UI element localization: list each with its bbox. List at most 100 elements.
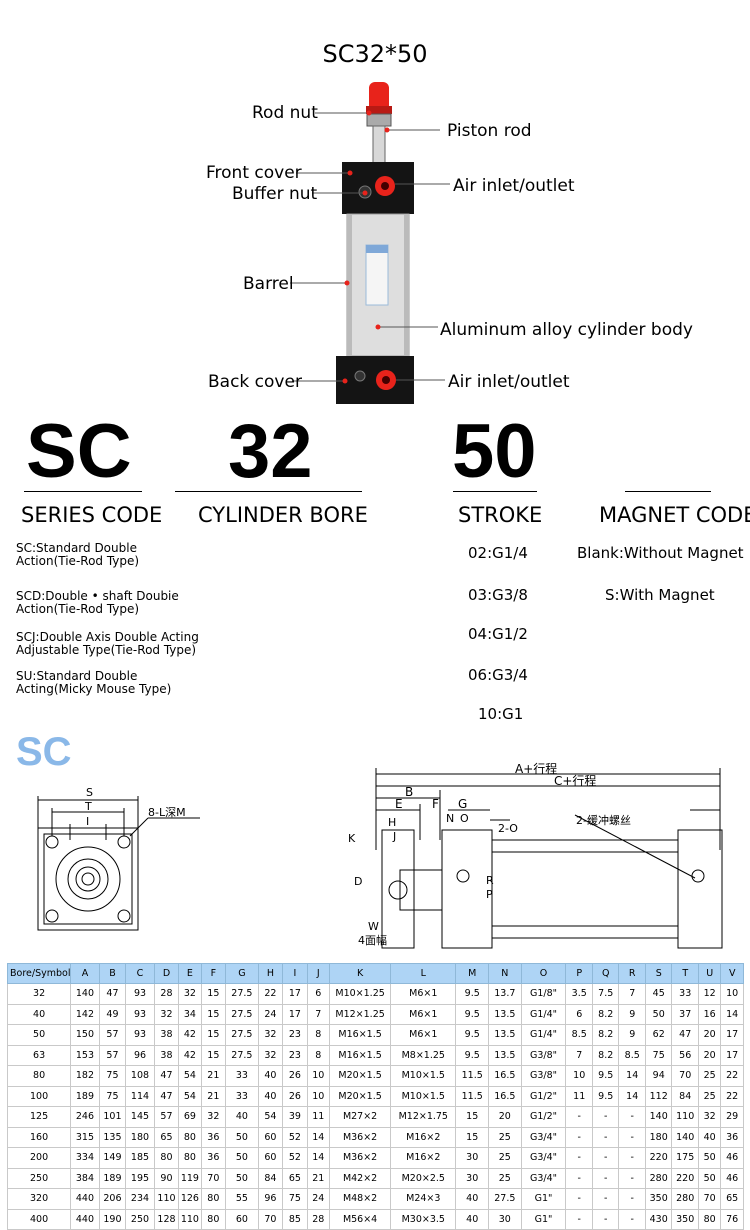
table-cell: 80 (153, 1147, 180, 1169)
piston-rod-shape (372, 125, 386, 165)
bore-underline (175, 491, 362, 492)
table-cell: 46 (720, 1167, 744, 1189)
table-cell: 220 (671, 1167, 699, 1189)
callout-front-cover: Front cover (206, 163, 302, 183)
table-cell: 47 (153, 1065, 180, 1087)
table-cell: 22 (720, 1085, 744, 1107)
table-cell: 8.5 (618, 1044, 646, 1066)
dim-label-8l: 8-L深M (148, 806, 186, 819)
table-cell: - (565, 1147, 593, 1169)
table-cell: 70 (671, 1065, 699, 1087)
dim-label-d: D (354, 875, 362, 888)
column-header: Bore/Symbol (6, 963, 72, 984)
callout-air-inlet-top: Air inlet/outlet (453, 176, 575, 196)
table-cell: G3/8" (520, 1065, 567, 1087)
table-cell: 195 (125, 1167, 155, 1189)
table-cell: 50 (225, 1147, 259, 1169)
table-cell: G1/8" (520, 983, 567, 1005)
table-cell: 9 (618, 1024, 646, 1046)
table-cell: M36×2 (329, 1126, 392, 1148)
table-cell: M16×1.5 (329, 1044, 392, 1066)
table-cell: - (618, 1208, 646, 1230)
table-cell: 350 (671, 1208, 699, 1230)
table-cell: 145 (125, 1106, 155, 1128)
table-cell: 12 (697, 983, 722, 1005)
table-cell: 32 (153, 1003, 180, 1025)
table-cell: 25 (697, 1085, 722, 1107)
table-cell: 25 (488, 1167, 522, 1189)
table-cell: 29 (720, 1106, 744, 1128)
table-cell: 189 (98, 1167, 127, 1189)
callout-aluminum-body: Aluminum alloy cylinder body (440, 320, 693, 340)
table-cell: - (591, 1167, 620, 1189)
table-cell: 11 (306, 1106, 331, 1128)
table-cell: 38 (153, 1044, 180, 1066)
table-cell: 206 (98, 1188, 127, 1210)
table-cell: - (591, 1126, 620, 1148)
column-header: E (178, 963, 202, 984)
table-cell: G1/4" (520, 1003, 567, 1025)
table-cell: 75 (644, 1044, 673, 1066)
table-cell: 9.5 (591, 1065, 620, 1087)
table-cell: M36×2 (329, 1147, 392, 1169)
table-cell: 80 (178, 1126, 202, 1148)
table-cell: 3.5 (565, 983, 593, 1005)
table-cell: 9.5 (455, 1024, 490, 1046)
table-cell: 65 (282, 1167, 308, 1189)
table-cell: 21 (200, 1065, 227, 1087)
table-cell: 182 (70, 1065, 100, 1087)
column-header: F (200, 963, 227, 984)
table-cell: M12×1.75 (390, 1106, 457, 1128)
table-cell: 32 (257, 1024, 284, 1046)
table-cell: 11.5 (455, 1085, 490, 1107)
table-cell: 110 (178, 1208, 202, 1230)
table-cell: 75 (282, 1188, 308, 1210)
table-cell: 15 (200, 1024, 227, 1046)
table-cell: G3/8" (520, 1044, 567, 1066)
table-cell: 65 (720, 1188, 744, 1210)
table-cell: 54 (178, 1065, 202, 1087)
table-cell: M10×1.5 (390, 1085, 457, 1107)
table-cell: 15 (200, 1044, 227, 1066)
table-cell: 13.5 (488, 1024, 522, 1046)
table-cell: 84 (257, 1167, 284, 1189)
table-cell: - (591, 1188, 620, 1210)
table-cell: 10 (720, 983, 744, 1005)
cylinder-bore-label: CYLINDER BORE (198, 503, 368, 527)
table-cell: M48×2 (329, 1188, 392, 1210)
table-cell: 9.5 (455, 1003, 490, 1025)
table-cell: G3/4" (520, 1126, 567, 1148)
column-header: P (565, 963, 593, 984)
column-header: H (257, 963, 284, 984)
stroke-option: 10:G1 (478, 705, 524, 723)
table-cell: 40 (6, 1003, 72, 1025)
table-cell: 21 (200, 1085, 227, 1107)
table-cell: 65 (153, 1126, 180, 1148)
table-cell: M6×1 (390, 983, 457, 1005)
table-cell: 80 (6, 1065, 72, 1087)
column-header: L (390, 963, 457, 984)
table-cell: G1" (520, 1188, 567, 1210)
table-cell: M8×1.25 (390, 1044, 457, 1066)
table-cell: M16×2 (390, 1126, 457, 1148)
table-cell: 250 (125, 1208, 155, 1230)
table-cell: - (565, 1208, 593, 1230)
table-cell: - (565, 1106, 593, 1128)
table-cell: M42×2 (329, 1167, 392, 1189)
table-cell: - (618, 1126, 646, 1148)
table-cell: 55 (225, 1188, 259, 1210)
table-cell: 13.5 (488, 1044, 522, 1066)
table-cell: 384 (70, 1167, 100, 1189)
table-cell: 9.5 (455, 983, 490, 1005)
dim-label-p: P (486, 888, 493, 901)
table-cell: 100 (6, 1085, 72, 1107)
table-cell: 9 (618, 1003, 646, 1025)
front-view-drawing: S T I 8-L深M (37, 786, 200, 931)
table-cell: M6×1 (390, 1024, 457, 1046)
table-cell: 52 (282, 1147, 308, 1169)
table-cell: 280 (671, 1188, 699, 1210)
